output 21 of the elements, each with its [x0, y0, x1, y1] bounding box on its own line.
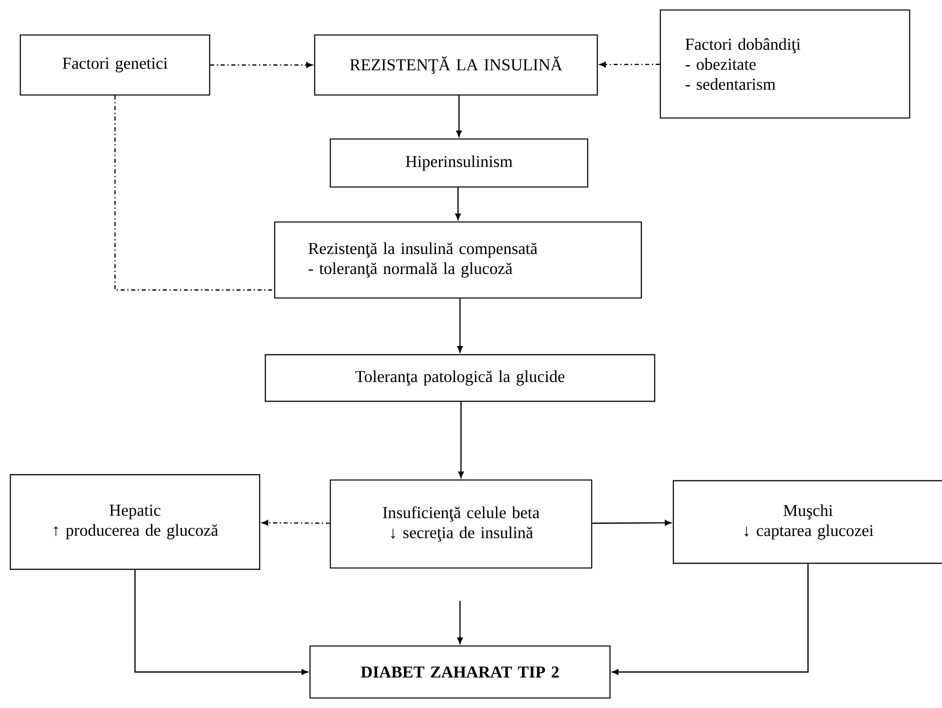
- arrow: [458, 402, 464, 478]
- arrow: [592, 520, 672, 526]
- process-box: Rezistenţă la insulină compensată - toleranţă normală la glucoză: [274, 221, 642, 299]
- arrow: [210, 62, 312, 68]
- process-box: Factori genetici: [20, 34, 210, 96]
- arrow: [612, 564, 809, 675]
- process-box: Muşchi ↓ captarea glucozei: [672, 480, 942, 564]
- arrow: [600, 62, 660, 68]
- process-box: Hiperinsulinism: [330, 138, 588, 188]
- process-box: REZISTENŢĂ LA INSULINĂ: [314, 34, 598, 96]
- arrow: [455, 188, 461, 220]
- process-box: Insuficienţă celule beta ↓ secreţia de insulină: [330, 479, 592, 569]
- arrow: [457, 601, 463, 644]
- process-box: DIABET ZAHARAT TIP 2: [309, 645, 611, 699]
- process-box: Factori dobândiţi - obezitate - sedentarism: [660, 9, 910, 119]
- process-box: Toleranţa patologică la glucide: [264, 354, 656, 402]
- process-box: Hepatic ↑ producerea de glucoză: [10, 474, 260, 570]
- arrow: [134, 570, 308, 675]
- arrow: [456, 96, 462, 137]
- arrow: [262, 520, 330, 526]
- arrow: [457, 298, 463, 352]
